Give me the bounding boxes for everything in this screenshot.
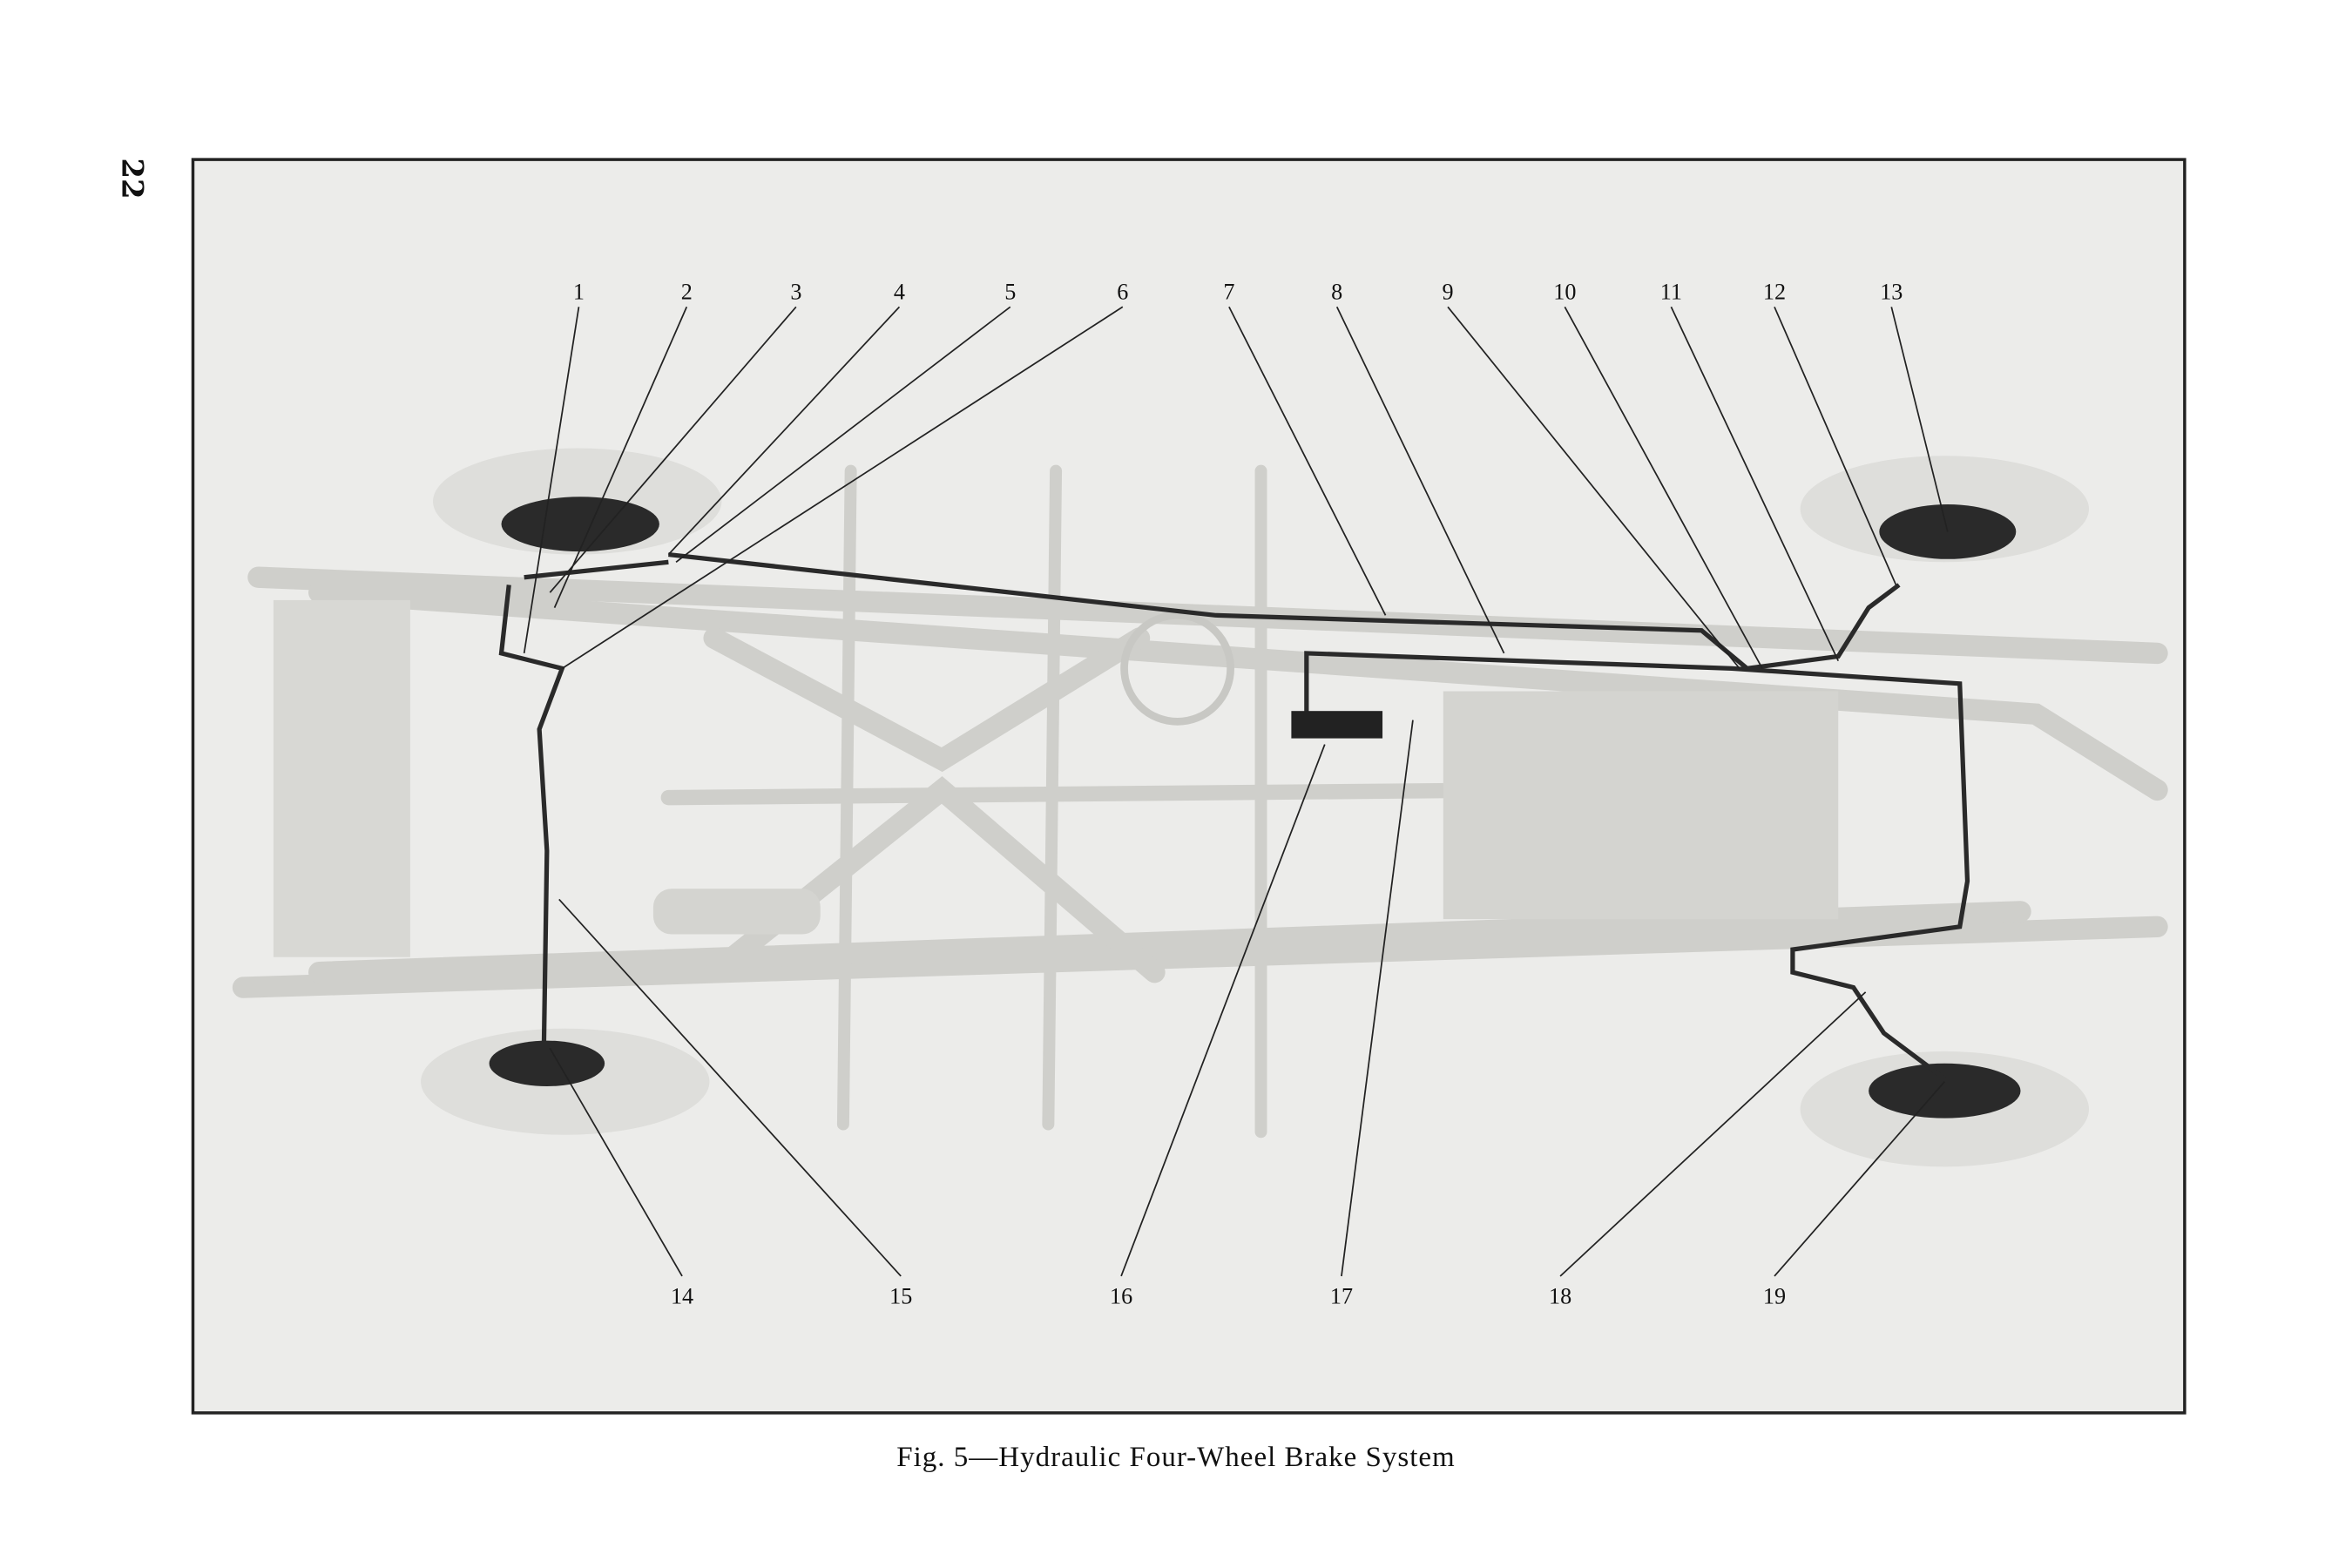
leader-line-6 bbox=[561, 306, 1124, 670]
leader-line-8 bbox=[1335, 306, 1505, 654]
callout-11: 11 bbox=[1660, 280, 1682, 305]
callout-5: 5 bbox=[1004, 280, 1016, 305]
callout-17: 17 bbox=[1330, 1283, 1353, 1308]
figure-caption: Fig. 5—Hydraulic Four-Wheel Brake System bbox=[896, 1442, 1456, 1473]
leader-line-15 bbox=[558, 898, 902, 1277]
steering-wheel bbox=[1120, 611, 1234, 726]
engine bbox=[1443, 691, 1839, 920]
leader-line-13 bbox=[1890, 307, 1949, 532]
callout-15: 15 bbox=[889, 1283, 912, 1308]
leader-line-9 bbox=[1447, 306, 1740, 669]
leader-lines bbox=[523, 306, 1949, 1277]
callout-18: 18 bbox=[1549, 1283, 1571, 1308]
leader-line-7 bbox=[1228, 306, 1387, 616]
callout-3: 3 bbox=[790, 280, 801, 305]
leader-line-3 bbox=[549, 306, 797, 593]
leader-line-2 bbox=[553, 306, 688, 608]
leader-line-11 bbox=[1670, 306, 1840, 662]
callout-9: 9 bbox=[1442, 280, 1453, 305]
leader-line-19 bbox=[1774, 1081, 1945, 1277]
callout-7: 7 bbox=[1223, 280, 1234, 305]
callout-10: 10 bbox=[1553, 280, 1576, 305]
callout-16: 16 bbox=[1110, 1283, 1132, 1308]
leader-line-12 bbox=[1774, 306, 1897, 585]
callout-6: 6 bbox=[1117, 280, 1128, 305]
callout-12: 12 bbox=[1763, 280, 1786, 305]
callout-13: 13 bbox=[1880, 280, 1903, 305]
callout-2: 2 bbox=[681, 280, 693, 305]
callout-4: 4 bbox=[894, 280, 905, 305]
leader-line-5 bbox=[675, 306, 1011, 563]
leader-line-1 bbox=[523, 307, 580, 654]
master-cylinder bbox=[1291, 711, 1383, 739]
callout-19: 19 bbox=[1763, 1283, 1786, 1308]
callout-1: 1 bbox=[573, 280, 585, 305]
leader-line-10 bbox=[1564, 306, 1763, 669]
leader-line-4 bbox=[667, 306, 901, 556]
callout-8: 8 bbox=[1331, 280, 1342, 305]
leader-line-16 bbox=[1120, 744, 1326, 1277]
leader-line-18 bbox=[1559, 991, 1867, 1277]
muffler bbox=[652, 889, 821, 935]
radiator bbox=[273, 599, 410, 957]
leader-line-14 bbox=[549, 1047, 683, 1277]
callout-14: 14 bbox=[671, 1283, 693, 1308]
chassis bbox=[232, 464, 2168, 1139]
brake-lines bbox=[498, 551, 1970, 1081]
leader-line-17 bbox=[1341, 720, 1414, 1277]
